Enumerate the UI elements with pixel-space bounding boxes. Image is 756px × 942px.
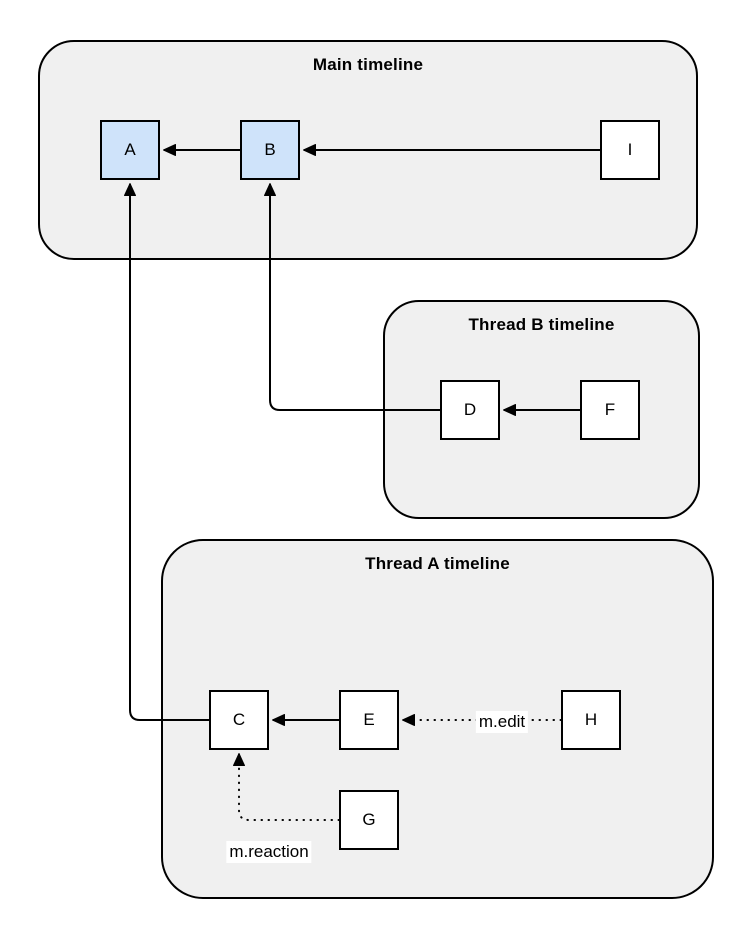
node-I: I xyxy=(600,120,660,180)
node-G-label: G xyxy=(362,810,376,829)
edge-label-m-edit: m.edit xyxy=(475,711,529,733)
node-H-label: H xyxy=(584,710,598,729)
group-title-main-timeline: Main timeline xyxy=(312,55,424,74)
group-thread-b-timeline: Thread B timeline xyxy=(383,300,700,519)
node-H: H xyxy=(561,690,621,750)
node-E: E xyxy=(339,690,399,750)
node-I-label: I xyxy=(627,140,633,159)
node-F: F xyxy=(580,380,640,440)
edge-label-m-reaction: m.reaction xyxy=(226,841,312,863)
node-E-label: E xyxy=(363,710,375,729)
node-B-label: B xyxy=(264,140,276,159)
node-D-label: D xyxy=(463,400,477,419)
group-title-thread-b-timeline: Thread B timeline xyxy=(468,315,615,334)
node-C-label: C xyxy=(232,710,246,729)
node-B: B xyxy=(240,120,300,180)
node-C: C xyxy=(209,690,269,750)
node-F-label: F xyxy=(604,400,616,419)
node-A: A xyxy=(100,120,160,180)
node-D: D xyxy=(440,380,500,440)
node-G: G xyxy=(339,790,399,850)
group-title-thread-a-timeline: Thread A timeline xyxy=(365,554,510,573)
node-A-label: A xyxy=(124,140,136,159)
